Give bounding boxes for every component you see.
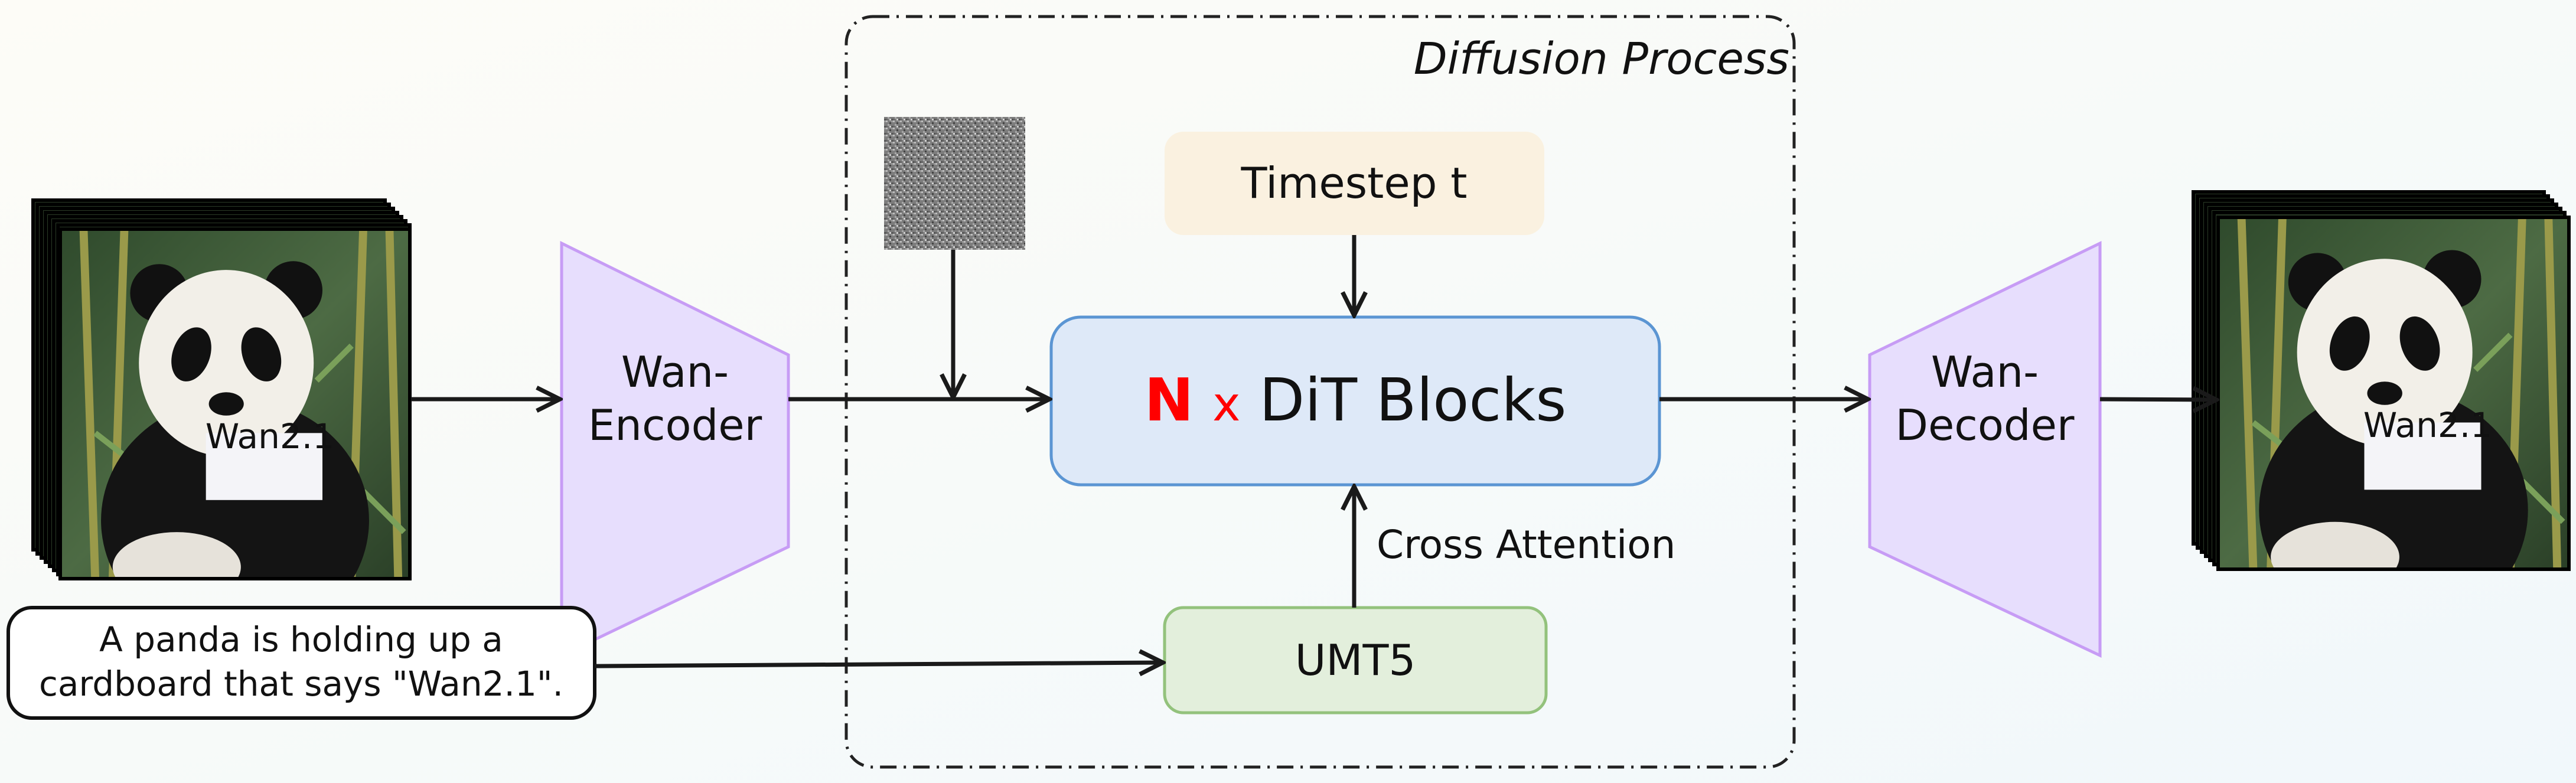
wan-decoder-label-line2: Decoder <box>1896 400 2075 450</box>
prompt-line2: cardboard that says "Wan2.1". <box>39 664 563 704</box>
dit-label: DiT Blocks <box>1259 366 1566 435</box>
prompt-line1: A panda is holding up a <box>99 619 503 660</box>
cross-attention-label: Cross Attention <box>1377 522 1676 567</box>
dit-blocks-label: N x DiT Blocks <box>1144 366 1567 435</box>
timestep-label: Timestep t <box>1240 158 1467 208</box>
wan-encoder-label-line1: Wan- <box>621 347 729 397</box>
diffusion-process-group <box>844 15 1796 769</box>
timestep-block <box>1165 132 1544 235</box>
wan-encoder-block <box>560 240 790 658</box>
wan-encoder-label-line2: Encoder <box>588 400 762 450</box>
input-video-frames: Wan2.1 <box>31 198 412 580</box>
dit-count-n: N <box>1144 366 1194 435</box>
output-video-frames: Wan2.1 <box>2192 190 2571 571</box>
wan-decoder-block <box>1868 241 2102 658</box>
diffusion-process-label: Diffusion Process <box>1414 34 1789 84</box>
text-prompt-box <box>6 606 596 720</box>
dit-times: x <box>1212 377 1240 432</box>
arrow-decoder-to-output <box>2099 399 2216 400</box>
arrow-prompt-to-umt5 <box>594 663 1163 666</box>
wan-decoder-label-line1: Wan- <box>1931 347 2039 397</box>
umt5-label: UMT5 <box>1295 635 1416 685</box>
input-sign-text: Wan2.1 <box>206 416 334 456</box>
output-sign-text: Wan2.1 <box>2363 405 2492 445</box>
noise-latent <box>884 117 1025 250</box>
